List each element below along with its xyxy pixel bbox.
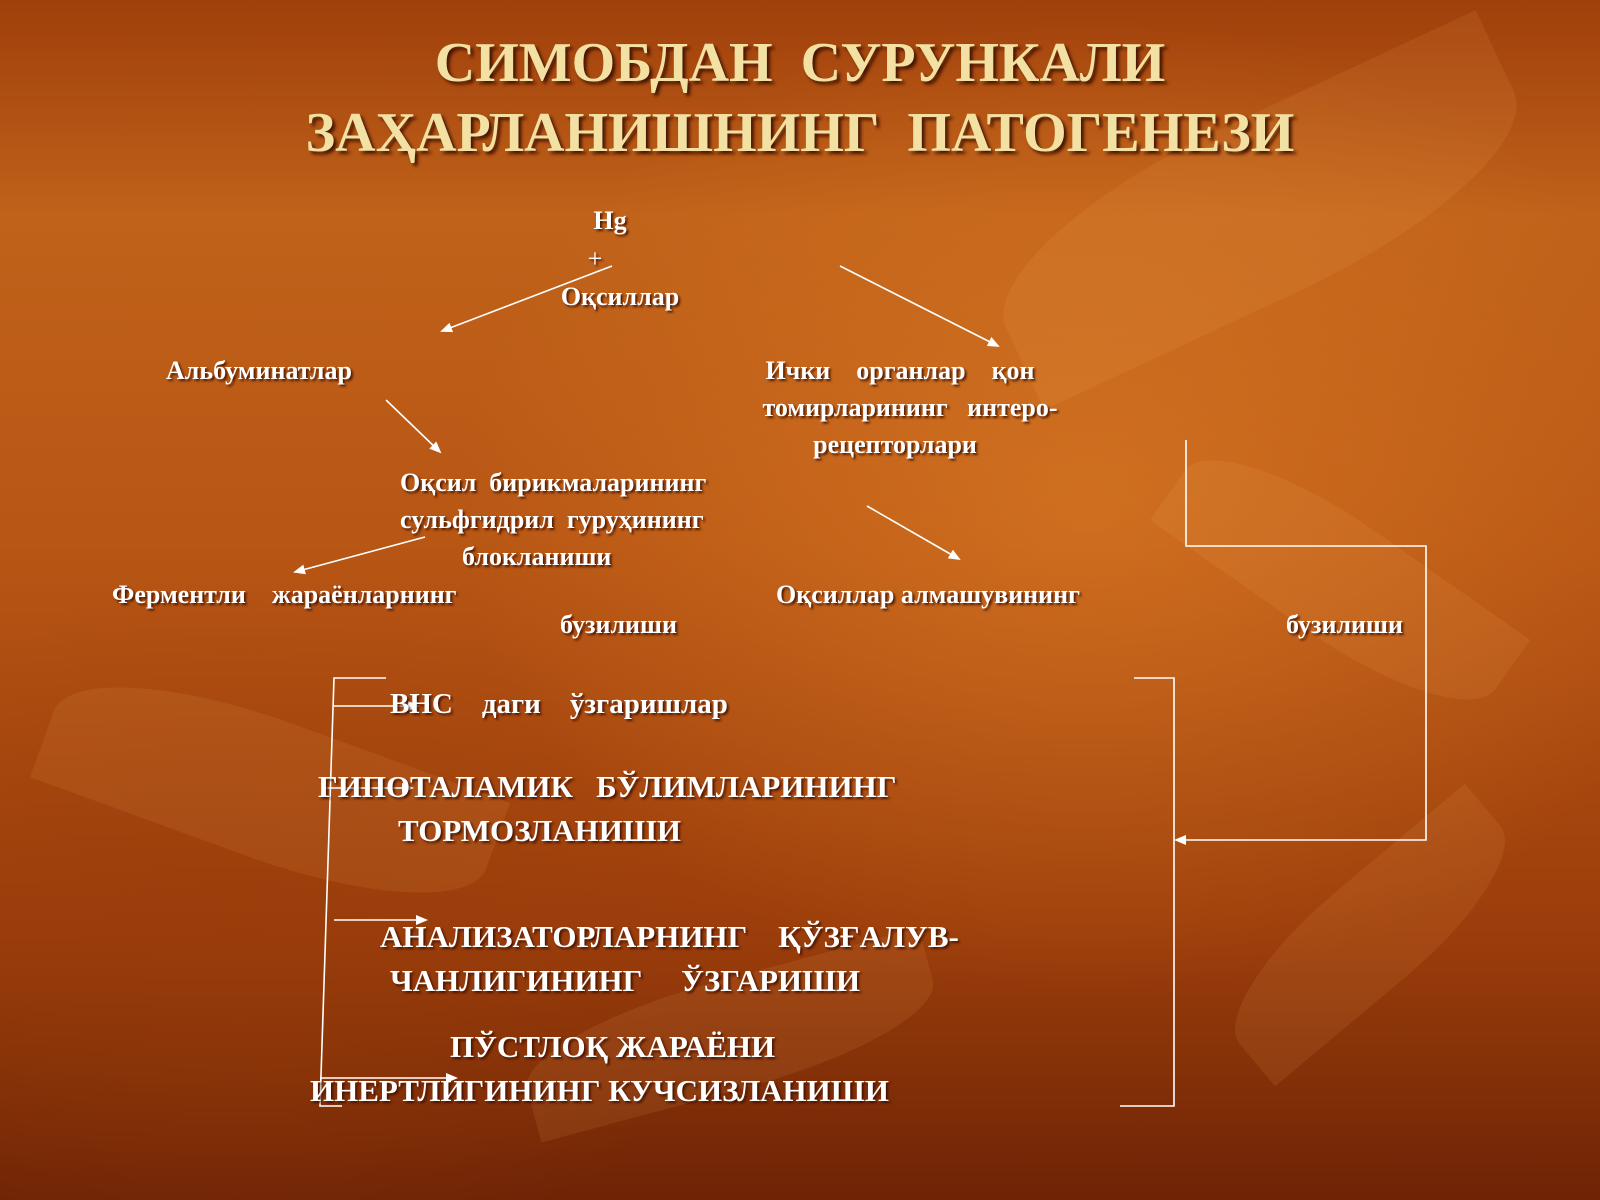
node-enzyme-processes: Ферментли жараёнларнинг — [112, 580, 457, 609]
right-feedback-path — [1174, 440, 1427, 845]
node-protein-disruption: бузилиши — [1286, 610, 1403, 639]
node-cortex-line-1: ПЎСТЛОҚ ЖАРАЁНИ — [450, 1029, 776, 1064]
right-bracket — [1120, 677, 1175, 1107]
node-interoreceptors-line-3: рецепторлари — [813, 430, 977, 459]
title-line-2: ЗАҲАРЛАНИШНИНГ ПАТОГЕНЕЗИ — [305, 102, 1295, 164]
arrow-to-albuminatlar — [440, 265, 613, 333]
node-sulfhydryl-line-1: Оқсил бирикмаларининг — [400, 468, 707, 497]
title-line-1: СИМОБДАН СУРУНКАЛИ — [434, 32, 1166, 94]
node-interoreceptors-line-2: томирларининг интеро- — [762, 393, 1058, 422]
node-sulfhydryl-line-3: блокланиши — [462, 542, 612, 571]
node-plus: + — [587, 244, 603, 273]
node-protein-metabolism: Оқсиллар алмашувининг — [776, 580, 1080, 609]
node-analyzers-line-1: АНАЛИЗАТОРЛАРНИНГ ҚЎЗҒАЛУВ- — [380, 919, 959, 954]
node-vns-changes: ВНС даги ўзгаришлар — [390, 688, 728, 720]
arrow-to-protein-metabolism — [866, 505, 961, 560]
arrow-to-sulfhydryl-block — [385, 399, 442, 454]
left-bracket — [319, 677, 386, 1107]
arrow-to-interoreceptors — [839, 265, 1000, 347]
node-cortex-line-2: ИНЕРТЛИГИНИНГ КУЧСИЗЛАНИШИ — [310, 1073, 889, 1108]
node-enzyme-disruption: бузилиши — [560, 610, 677, 639]
node-interoreceptors-line-1: Ички органлар қон — [765, 356, 1035, 385]
arrow-to-enzyme-processes — [293, 536, 426, 575]
node-hypothalamus-line-2: ТОРМОЗЛАНИШИ — [398, 813, 681, 848]
node-hg: Hg — [593, 206, 627, 235]
node-oksillar: Оқсиллар — [560, 282, 680, 311]
node-analyzers-line-2: ЧАНЛИГИНИНГ ЎЗГАРИШИ — [390, 963, 861, 998]
node-albuminatlar: Альбуминатлар — [166, 356, 352, 385]
node-sulfhydryl-line-2: сульфгидрил гуруҳининг — [400, 505, 704, 534]
node-hypothalamus-line-1: ГИПОТАЛАМИК БЎЛИМЛАРИНИНГ — [318, 769, 897, 804]
